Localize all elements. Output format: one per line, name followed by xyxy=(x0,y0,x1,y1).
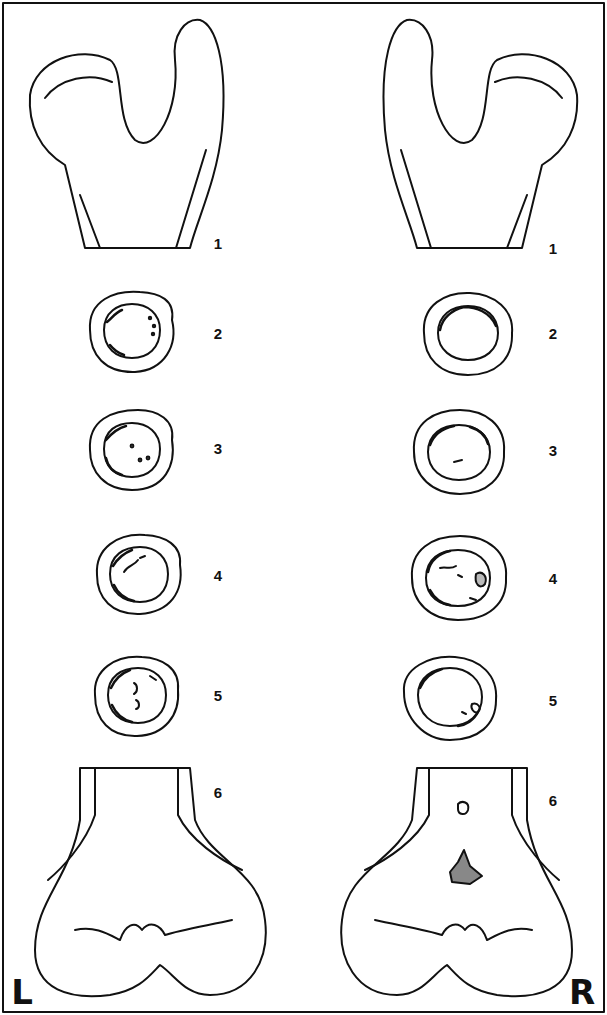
proximal-femur xyxy=(30,20,224,248)
frame xyxy=(3,3,604,1012)
cross-section xyxy=(90,410,173,490)
side-label: L xyxy=(11,975,33,1009)
lesion xyxy=(458,802,468,814)
cross-section xyxy=(414,410,504,494)
level-number: 2 xyxy=(214,326,222,341)
distal-femur xyxy=(341,768,572,996)
level-number: 2 xyxy=(549,326,557,341)
distal-femur xyxy=(35,768,266,996)
level-number: 3 xyxy=(549,443,557,458)
level-number: 5 xyxy=(214,688,222,703)
side-label: R xyxy=(569,975,595,1009)
level-number: 6 xyxy=(214,785,222,800)
lesion xyxy=(450,850,482,884)
level-number: 5 xyxy=(549,693,557,708)
cross-section xyxy=(424,293,512,375)
level-number: 4 xyxy=(549,571,557,586)
level-number: 6 xyxy=(549,793,557,808)
level-number: 1 xyxy=(214,236,222,251)
cross-section xyxy=(412,536,506,620)
level-number: 4 xyxy=(214,568,222,583)
proximal-femur xyxy=(384,20,578,248)
cross-section xyxy=(404,657,496,740)
level-number: 3 xyxy=(214,441,222,456)
cross-section xyxy=(97,535,181,614)
cross-section xyxy=(90,292,174,372)
cross-section xyxy=(95,657,178,736)
level-number: 1 xyxy=(549,241,557,256)
